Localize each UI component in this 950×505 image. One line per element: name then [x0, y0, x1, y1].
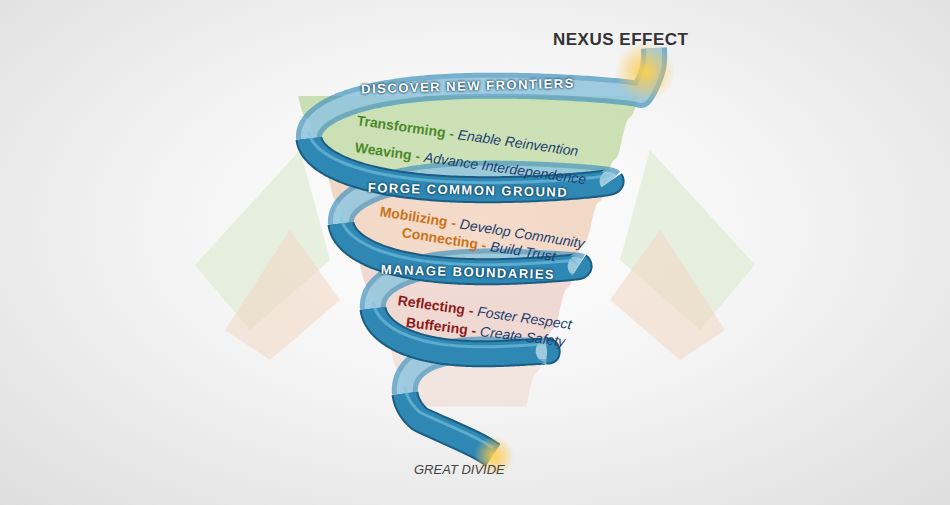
ribbon-highlight [405, 387, 493, 449]
end-title: NEXUS EFFECT [553, 30, 688, 50]
cone-fill [298, 96, 638, 407]
ribbon-back [309, 48, 654, 394]
end-label: GREAT DIVIDE [414, 462, 505, 477]
ribbon-front [309, 132, 611, 456]
top-glow [615, 42, 675, 102]
